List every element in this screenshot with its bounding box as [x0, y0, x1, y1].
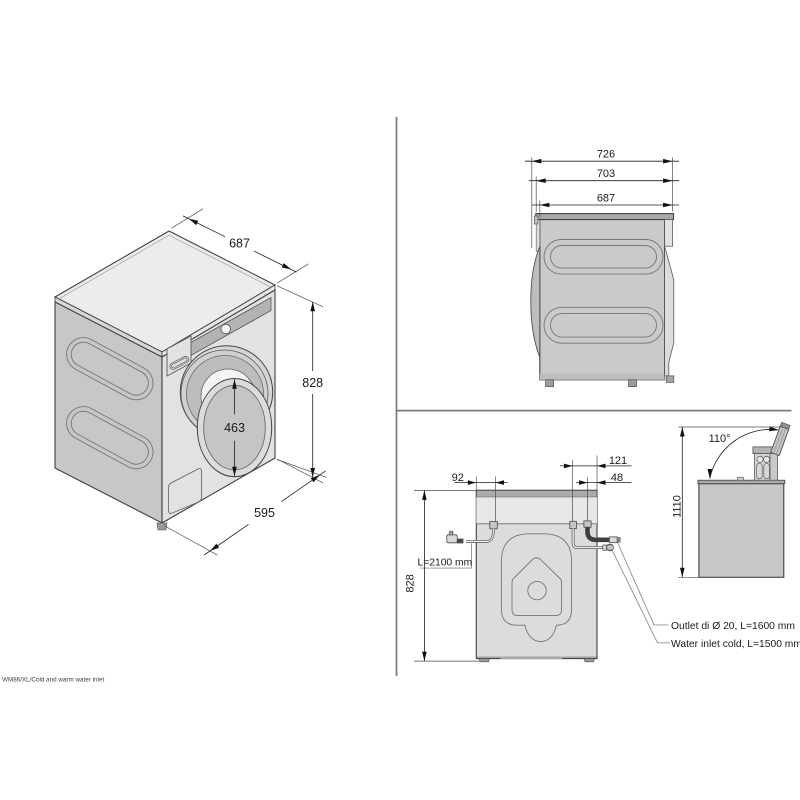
side-dim-depth-total: 726 — [525, 149, 679, 248]
rear-dim-inlet-offset: 121 — [560, 455, 632, 522]
iso-knob-shading — [220, 324, 224, 334]
drain-fitting — [583, 520, 592, 528]
open-column-circle-right — [763, 455, 771, 463]
plug-body — [446, 534, 458, 544]
inlet-fitting — [569, 520, 577, 529]
plug-ferrule — [456, 538, 464, 544]
inlet-end-bracket — [602, 544, 607, 551]
open-worktop-edge — [697, 479, 786, 485]
side-dim-703-label: 703 — [597, 168, 615, 180]
iso-dim-depth-label: 687 — [229, 236, 250, 250]
side-pressing-lower-outer — [543, 306, 664, 344]
iso-drawer-handle-slot — [169, 355, 190, 370]
iso-dim-width-label: 595 — [254, 506, 275, 520]
rear-drain-circle — [527, 580, 547, 601]
rear-dim-48-label: 48 — [611, 472, 623, 484]
iso-dim-height: 828 — [276, 285, 323, 484]
outlet-callout-label: Outlet di Ø 20, L=1600 mm — [671, 621, 795, 632]
drain-end-cap — [616, 537, 621, 543]
rear-shield-pressing — [511, 557, 563, 617]
open-lid-stripe-1 — [773, 426, 784, 454]
open-angle-dim: 110° — [707, 426, 779, 479]
iso-side-pressing-upper — [66, 337, 154, 401]
inlet-callout-label: Water inlet cold, L=1500 mm — [671, 639, 800, 650]
iso-service-flap — [168, 468, 202, 514]
rear-drain-hose — [583, 520, 621, 544]
iso-dim-height-label: 828 — [302, 376, 323, 390]
cord-length-label: L=2100 mm — [418, 557, 473, 568]
rear-dim-outlet-offset: 48 — [576, 472, 632, 521]
rear-cord-gland — [489, 521, 498, 530]
rear-dim-92-label: 92 — [452, 472, 464, 484]
open-lid-stripe-2 — [776, 427, 787, 455]
side-plinth-band — [539, 373, 665, 380]
side-hinge-block — [533, 215, 539, 225]
rear-foot-left — [478, 658, 490, 663]
side-rear-foot — [665, 375, 675, 383]
rear-upper-band — [476, 497, 597, 524]
open-body — [698, 483, 785, 578]
side-body — [539, 218, 666, 381]
rear-dim-height: 828 — [405, 490, 479, 662]
rear-dim-121-label: 121 — [609, 455, 627, 467]
side-dim-depth-body: 687 — [532, 193, 679, 217]
rear-pressing-outline — [500, 533, 573, 642]
side-rear-panel — [664, 246, 675, 377]
open-hinge-column-right — [769, 453, 778, 481]
side-rear-top-box — [664, 219, 673, 247]
iso-front-foot — [156, 522, 168, 531]
rear-power-cord — [446, 521, 498, 544]
iso-side-pressing-lower — [66, 406, 154, 470]
open-lid-handle — [779, 421, 791, 430]
open-angle-label: 110° — [709, 433, 731, 445]
inlet-callout-leader — [612, 550, 670, 644]
open-lid-catch — [737, 476, 744, 481]
side-pressing-upper-inner — [550, 245, 657, 269]
rear-dim-cord-offset: 92 — [452, 472, 508, 522]
rear-plinth-recess — [500, 657, 562, 659]
iso-dim-width: 595 — [163, 459, 327, 556]
open-column-slot-right — [763, 463, 770, 480]
rear-foot-right — [583, 658, 595, 663]
side-pressing-lower-inner — [550, 312, 657, 338]
door-open-view: 110° 1110 — [672, 421, 791, 578]
rear-inlet-hose — [569, 520, 614, 552]
isometric-view: 687 828 595 463 — [53, 208, 327, 556]
iso-dim-door-label: 463 — [224, 421, 245, 435]
open-height-dim: 1110 — [672, 426, 782, 578]
side-pressing-upper-outer — [543, 239, 664, 275]
rear-view: L=2100 mm Outlet di Ø 20, L=1600 mm Wate… — [405, 455, 800, 663]
side-dim-687-label: 687 — [597, 193, 615, 205]
iso-top-face-rim-line — [59, 234, 271, 299]
inlet-bolt — [606, 543, 614, 552]
outlet-callout-leader — [617, 542, 669, 626]
side-dim-726-label: 726 — [597, 149, 615, 161]
open-height-label: 1110 — [672, 495, 684, 518]
side-foot-rear — [628, 379, 637, 387]
side-foot-front — [545, 379, 554, 387]
iso-dim-depth: 687 — [171, 208, 309, 284]
side-view: 726 703 687 — [525, 149, 679, 387]
side-dim-depth-hoses: 703 — [529, 168, 679, 212]
rear-worktop-edge — [475, 489, 598, 498]
open-column-circle-left — [756, 455, 764, 463]
iso-dim-door-diameter: 463 — [224, 379, 245, 477]
rear-dim-828-label: 828 — [405, 574, 417, 592]
footer-model-note: WM86/XL/Cold and warm water inlet — [2, 677, 104, 684]
side-door-bulge — [530, 246, 541, 358]
open-column-slot-left — [756, 463, 763, 480]
side-worktop — [535, 213, 675, 221]
drain-connector — [608, 536, 618, 544]
